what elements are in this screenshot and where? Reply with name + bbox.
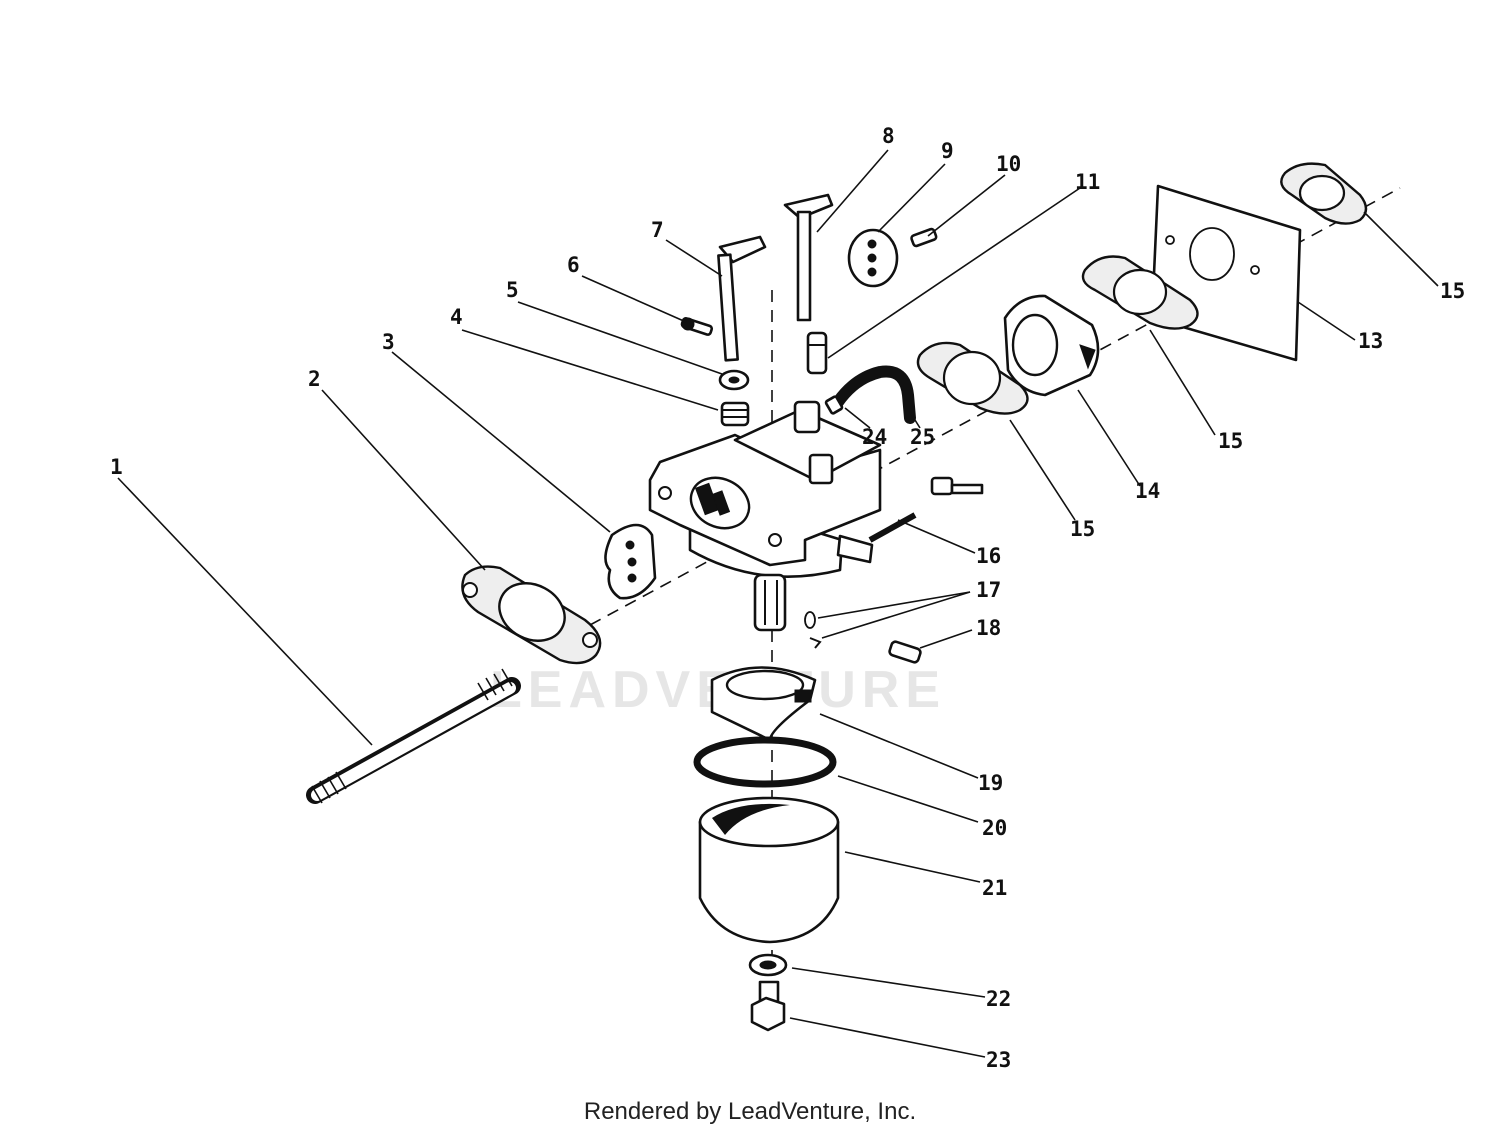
- part-spring[interactable]: [720, 401, 750, 427]
- callout-7: 7: [651, 218, 664, 242]
- callout-22: 22: [986, 987, 1011, 1011]
- callout-6: 6: [567, 253, 580, 277]
- callout-19: 19: [978, 771, 1003, 795]
- part-o-rings-17[interactable]: [804, 611, 822, 649]
- part-choke-plate[interactable]: [847, 228, 899, 288]
- callout-9: 9: [941, 139, 954, 163]
- part-screw-16[interactable]: [868, 476, 984, 543]
- callout-8: 8: [882, 124, 895, 148]
- callout-15b: 15: [1218, 429, 1243, 453]
- part-screw-10[interactable]: [910, 227, 938, 248]
- callout-16: 16: [976, 544, 1001, 568]
- callout-25: 25: [910, 425, 935, 449]
- callout-1: 1: [110, 455, 123, 479]
- part-spacer-14[interactable]: [1003, 294, 1100, 397]
- callout-2: 2: [308, 367, 321, 391]
- part-stud[interactable]: [306, 668, 521, 804]
- part-tube-24-25[interactable]: [824, 365, 916, 424]
- part-needle-11[interactable]: [806, 331, 828, 375]
- callout-labels: 1 2 3 4 5 6 7 8 9 10 11 13 14 15 15 15 1…: [110, 124, 1465, 1072]
- part-gasket-15b[interactable]: [1081, 255, 1199, 330]
- callout-18: 18: [976, 616, 1001, 640]
- part-throttle-plate[interactable]: [604, 523, 657, 600]
- callout-10: 10: [996, 152, 1021, 176]
- part-float-19[interactable]: [710, 666, 817, 742]
- part-screw-6[interactable]: [680, 317, 714, 336]
- callout-15a: 15: [1440, 279, 1465, 303]
- callout-15c: 15: [1070, 517, 1095, 541]
- callout-3: 3: [382, 330, 395, 354]
- part-throttle-shaft[interactable]: [717, 235, 767, 362]
- part-gasket-15a[interactable]: [1280, 162, 1368, 225]
- part-choke-shaft[interactable]: [783, 193, 834, 322]
- callout-5: 5: [506, 278, 519, 302]
- callout-13: 13: [1358, 329, 1383, 353]
- part-carburetor-body[interactable]: [648, 400, 882, 632]
- callout-4: 4: [450, 305, 463, 329]
- callout-20: 20: [982, 816, 1007, 840]
- callout-23: 23: [986, 1048, 1011, 1072]
- footer-credit: Rendered by LeadVenture, Inc.: [583, 1098, 917, 1125]
- callout-17: 17: [976, 578, 1001, 602]
- callout-21: 21: [982, 876, 1007, 900]
- part-screw-18[interactable]: [888, 640, 922, 664]
- callout-14: 14: [1135, 479, 1160, 503]
- part-gasket-15c[interactable]: [916, 341, 1029, 415]
- part-washer-22[interactable]: [748, 953, 788, 977]
- callout-11: 11: [1075, 170, 1100, 194]
- callout-24: 24: [862, 425, 887, 449]
- part-ring-20[interactable]: [693, 736, 837, 788]
- part-gasket-2[interactable]: [461, 565, 602, 665]
- part-bowl-21[interactable]: [698, 796, 840, 944]
- part-bolt-23[interactable]: [750, 980, 786, 1032]
- part-washer-5[interactable]: [718, 369, 750, 391]
- leader-lines: [117, 149, 1439, 1058]
- part-plate-13[interactable]: [1150, 184, 1302, 362]
